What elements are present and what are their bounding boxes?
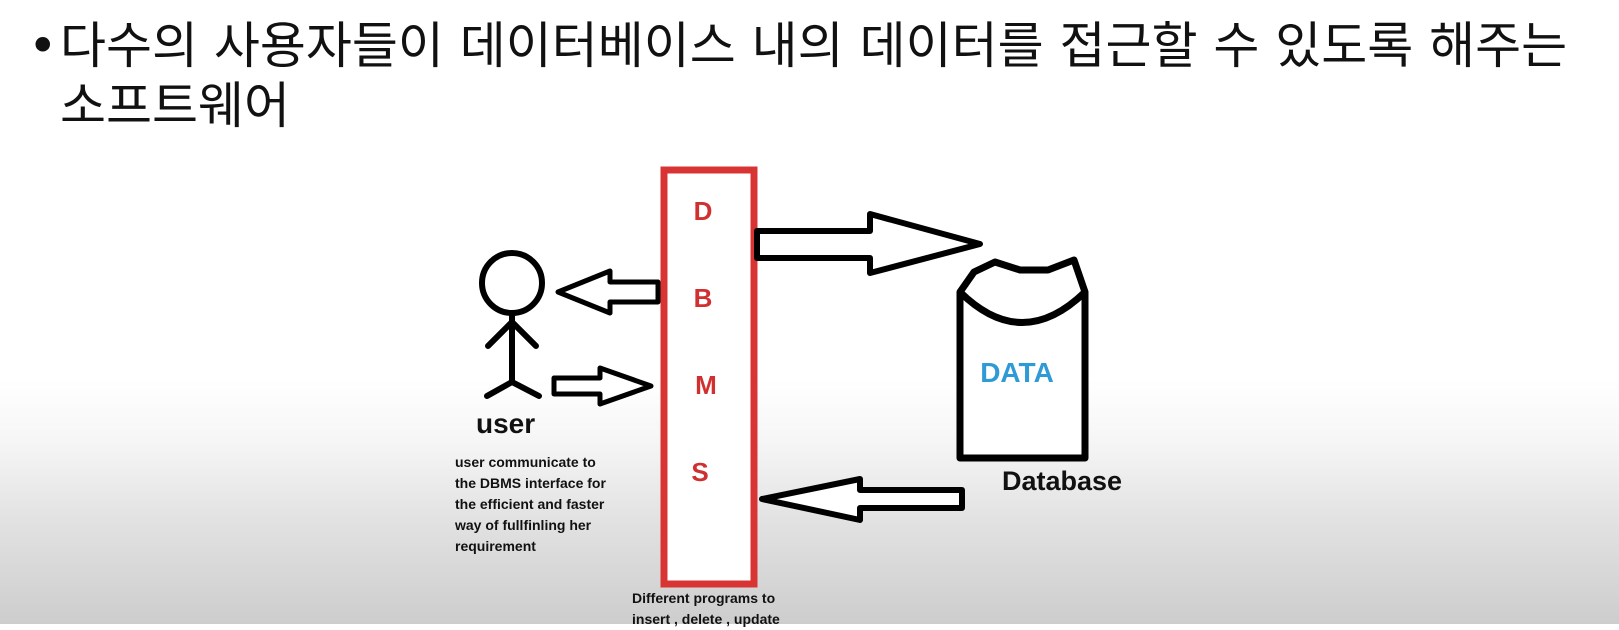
arrow-database-to-dbms-icon: [759, 476, 965, 523]
dbms-letter-b: B: [694, 283, 713, 313]
slide-bullet-text: 다수의 사용자들이 데이터베이스 내의 데이터를 접근할 수 있도록 해주는 소…: [60, 17, 1568, 135]
user-note-line: way of fullfinling her: [455, 517, 592, 533]
database-document-icon: [956, 256, 1089, 462]
programs-note-line: Different programs to: [632, 590, 776, 606]
user-label: user: [476, 408, 536, 439]
user-note-line: requirement: [455, 538, 536, 554]
user-stick-figure-icon: [479, 250, 545, 399]
user-note-line: the efficient and faster: [455, 496, 605, 512]
dbms-letter-d: D: [694, 196, 713, 226]
programs-note-line: insert , delete , update: [632, 611, 780, 627]
user-note-line: the DBMS interface for: [455, 475, 606, 491]
dbms-letter-m: M: [695, 370, 717, 400]
arrow-dbms-to-user-icon: [555, 268, 661, 316]
arrow-user-to-dbms-icon: [551, 365, 654, 407]
dbms-box: [660, 166, 758, 588]
data-label: DATA: [980, 357, 1054, 388]
slide-bullet-line: • 다수의 사용자들이 데이터베이스 내의 데이터를 접근할 수 있도록 해주는…: [28, 16, 1608, 136]
bullet-point: •: [28, 17, 58, 75]
user-note: user communicate to the DBMS interface f…: [455, 452, 655, 557]
programs-note: Different programs to insert , delete , …: [632, 588, 832, 630]
user-note-line: user communicate to: [455, 454, 596, 470]
database-label: Database: [1002, 466, 1123, 496]
dbms-letter-s: S: [691, 457, 708, 487]
arrow-dbms-to-database-icon: [754, 211, 983, 276]
